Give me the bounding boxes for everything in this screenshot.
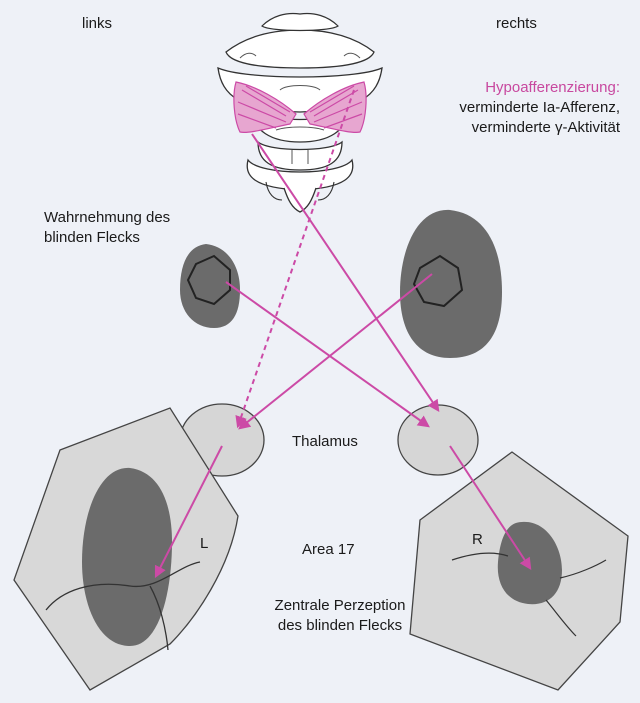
central-perception-label: Zentrale Perzeption des blinden Flecks bbox=[250, 596, 430, 636]
hypo-line-1: verminderte Ia-Afferenz, bbox=[459, 98, 620, 118]
hypoafferentation-label: Hypoafferenzierung: verminderte Ia-Affer… bbox=[459, 78, 620, 138]
central-line-1: Zentrale Perzeption bbox=[250, 596, 430, 616]
thalamus-label: Thalamus bbox=[292, 432, 358, 452]
hypo-title: Hypoafferenzierung: bbox=[459, 78, 620, 98]
perception-label: Wahrnehmung des blinden Flecks bbox=[44, 208, 170, 248]
area-17-label: Area 17 bbox=[302, 540, 355, 560]
cortex-left-marker: L bbox=[200, 534, 208, 554]
left-side-label: links bbox=[82, 14, 112, 34]
right-side-label: rechts bbox=[496, 14, 537, 34]
cortex-right-marker: R bbox=[472, 530, 483, 550]
thalamus-right bbox=[398, 405, 478, 475]
cortex-right bbox=[410, 452, 628, 690]
perception-line-1: Wahrnehmung des bbox=[44, 208, 170, 228]
perception-line-2: blinden Flecks bbox=[44, 228, 170, 248]
hypo-line-2: verminderte γ-Aktivität bbox=[459, 118, 620, 138]
central-line-2: des blinden Flecks bbox=[250, 616, 430, 636]
right-visual-field bbox=[400, 210, 502, 358]
